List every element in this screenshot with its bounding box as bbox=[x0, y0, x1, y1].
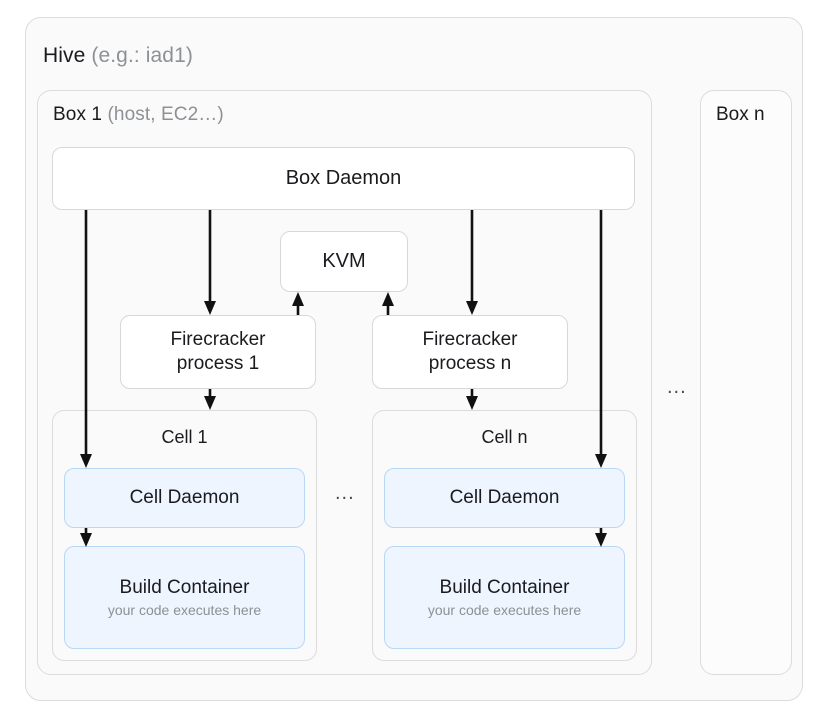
boxes-ellipsis: ... bbox=[667, 376, 687, 398]
box1-name: Box 1 bbox=[53, 104, 103, 125]
cell-1-build-container-label: Build Container bbox=[119, 577, 250, 599]
box-daemon-label: Box Daemon bbox=[285, 166, 402, 189]
firecracker-process-n-label: Firecracker process n bbox=[422, 328, 517, 377]
cell-n-title: Cell n bbox=[481, 427, 528, 447]
cells-ellipsis: ... bbox=[335, 482, 355, 504]
firecracker-process-1-card[interactable]: Firecracker process 1 bbox=[120, 315, 316, 389]
cell-n-cell-daemon-card[interactable]: Cell Daemon bbox=[384, 468, 625, 528]
cell-1-build-container-card[interactable]: Build Container your code executes here bbox=[64, 546, 305, 649]
cell-n-cell-daemon-label: Cell Daemon bbox=[449, 486, 560, 508]
hive-qualifier: (e.g.: iad1) bbox=[91, 44, 193, 67]
box1-qualifier: (host, EC2…) bbox=[107, 104, 224, 125]
hive-name: Hive bbox=[43, 44, 86, 67]
cell-n-build-container-label: Build Container bbox=[439, 577, 570, 599]
firecracker-process-1-line2: process 1 bbox=[176, 353, 260, 374]
box1-title: Box 1 (host, EC2…) bbox=[53, 104, 224, 126]
kvm-label: KVM bbox=[322, 249, 366, 272]
cell-n-build-container-card[interactable]: Build Container your code executes here bbox=[384, 546, 625, 649]
cell-n-build-container-sublabel: your code executes here bbox=[427, 601, 582, 618]
firecracker-process-1-line1: Firecracker bbox=[170, 328, 266, 350]
boxn-panel bbox=[700, 90, 792, 675]
kvm-card[interactable]: KVM bbox=[280, 231, 408, 292]
firecracker-process-n-card[interactable]: Firecracker process n bbox=[372, 315, 568, 389]
cell-1-cell-daemon-label: Cell Daemon bbox=[129, 486, 240, 508]
cell-1-build-container-sublabel: your code executes here bbox=[107, 601, 262, 618]
box-daemon-card[interactable]: Box Daemon bbox=[52, 147, 635, 210]
firecracker-process-n-line1: Firecracker bbox=[422, 328, 518, 350]
firecracker-process-n-line2: process n bbox=[428, 353, 512, 374]
firecracker-process-1-label: Firecracker process 1 bbox=[170, 328, 265, 377]
boxn-title: Box n bbox=[716, 104, 765, 125]
hive-title: Hive (e.g.: iad1) bbox=[43, 44, 193, 68]
cell-1-cell-daemon-card[interactable]: Cell Daemon bbox=[64, 468, 305, 528]
cell-1-title: Cell 1 bbox=[161, 427, 208, 447]
